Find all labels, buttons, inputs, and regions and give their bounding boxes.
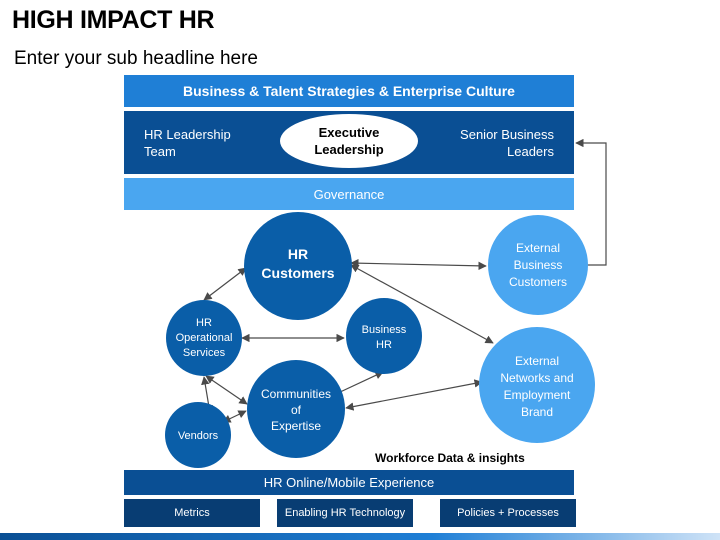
connector-hrcustomers-externalnetworks (350, 264, 494, 344)
svg-text:Customers: Customers (509, 275, 567, 289)
governance-bar: Governance (124, 178, 574, 210)
policies-processes-box: Policies + Processes (440, 499, 576, 527)
node-business-hr: Business HR (346, 298, 422, 374)
svg-text:Networks and: Networks and (500, 371, 573, 385)
connector-communities-businesshr (337, 371, 384, 394)
svg-text:Brand: Brand (521, 405, 553, 419)
hr-leadership-team-label: HR Leadership Team (144, 127, 231, 159)
workforce-data-label: Workforce Data & insights (375, 451, 525, 465)
svg-text:Employment: Employment (504, 388, 571, 402)
node-vendors: Vendors (165, 402, 231, 468)
svg-text:HR: HR (376, 339, 392, 351)
node-external-networks-employment-brand: External Networks and Employment Brand (479, 327, 595, 443)
hr-online-mobile-bar: HR Online/Mobile Experience (124, 470, 574, 495)
leadership-band: HR Leadership Team Executive Leadership … (124, 111, 574, 174)
senior-business-leaders-label: Senior Business Leaders (460, 127, 554, 159)
connector-communities-externalnetworks (345, 379, 483, 411)
svg-text:Expertise: Expertise (271, 419, 321, 433)
node-communities-of-expertise: Communities of Expertise (247, 360, 345, 458)
node-external-business-customers: External Business Customers (488, 215, 588, 315)
svg-text:Customers: Customers (261, 265, 334, 281)
svg-text:Business: Business (514, 258, 563, 272)
executive-leadership-oval: Executive Leadership (278, 112, 420, 170)
svg-text:Services: Services (183, 347, 226, 359)
node-hr-operational-services: HR Operational Services (166, 300, 242, 376)
node-hr-customers: HR Customers (244, 212, 352, 320)
svg-text:External: External (516, 241, 560, 255)
svg-text:Operational: Operational (176, 332, 233, 344)
connector-hrcustomers-hroperational (203, 267, 247, 301)
svg-text:Vendors: Vendors (178, 430, 219, 442)
svg-text:HR: HR (288, 246, 308, 262)
enabling-hr-technology-box: Enabling HR Technology (277, 499, 413, 527)
page-subtitle: Enter your sub headline here (14, 48, 258, 69)
connector-senior-leaders-external-business (575, 138, 607, 270)
svg-text:HR: HR (196, 317, 212, 329)
connector-hroperational-communities (205, 375, 248, 405)
svg-text:External: External (515, 354, 559, 368)
strategy-culture-bar: Business & Talent Strategies & Enterpris… (124, 75, 574, 107)
svg-text:Business: Business (362, 324, 407, 336)
page-title: HIGH IMPACT HR (12, 6, 215, 34)
metrics-box: Metrics (124, 499, 260, 527)
svg-text:of: of (291, 403, 302, 417)
footer-gradient-strip (0, 533, 720, 540)
svg-text:Communities: Communities (261, 387, 331, 401)
connector-hrcustomers-externalbusiness (350, 258, 487, 271)
